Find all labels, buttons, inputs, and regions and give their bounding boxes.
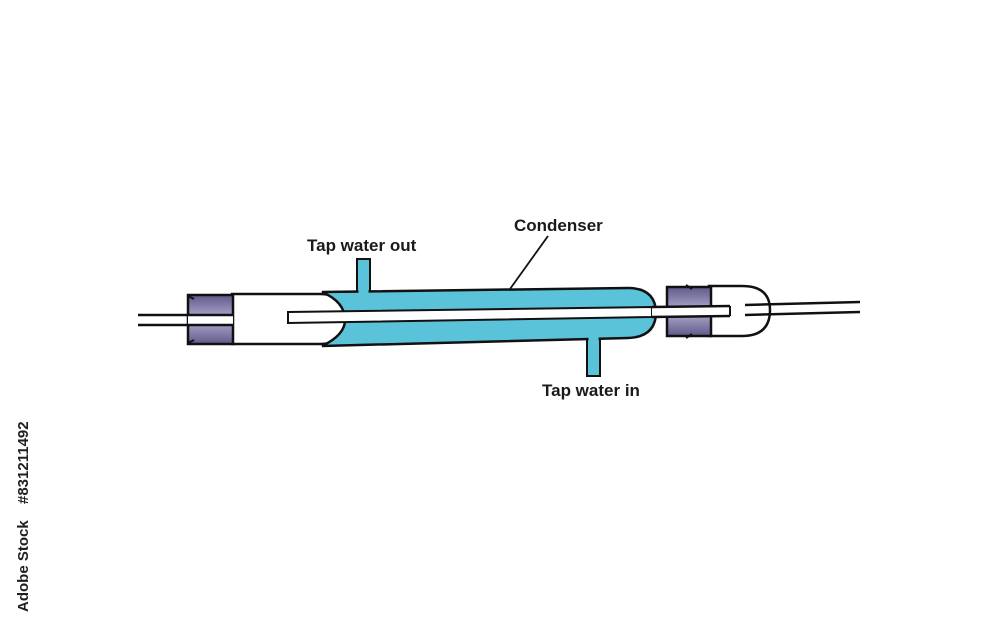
tap-out-joint	[358, 286, 369, 296]
label-condenser: Condenser	[514, 216, 603, 235]
right-stopper-hook-top	[685, 284, 693, 290]
condenser-pointer	[509, 235, 549, 290]
outlet-line-right-top	[744, 300, 861, 307]
left-stopper-hook-top	[187, 295, 195, 300]
watermark-brand: Adobe Stock	[15, 520, 32, 612]
watermark: Adobe Stock #831211492	[15, 421, 32, 612]
label-tap-water-in: Tap water in	[542, 381, 640, 400]
delivery-line-right-bottom	[651, 314, 731, 319]
label-tap-water-out: Tap water out	[307, 236, 417, 255]
right-stopper-hook-bottom	[685, 333, 693, 339]
stopper-hole-left	[188, 316, 233, 324]
watermark-id: #831211492	[15, 421, 32, 504]
tap-in-joint	[588, 332, 599, 341]
left-stopper-hook-bottom	[187, 339, 195, 344]
outlet-line-right-bottom	[744, 310, 861, 317]
right-adapter-tube	[707, 284, 772, 338]
delivery-line-right-top	[651, 304, 731, 309]
stopper-hole-right	[652, 307, 730, 316]
